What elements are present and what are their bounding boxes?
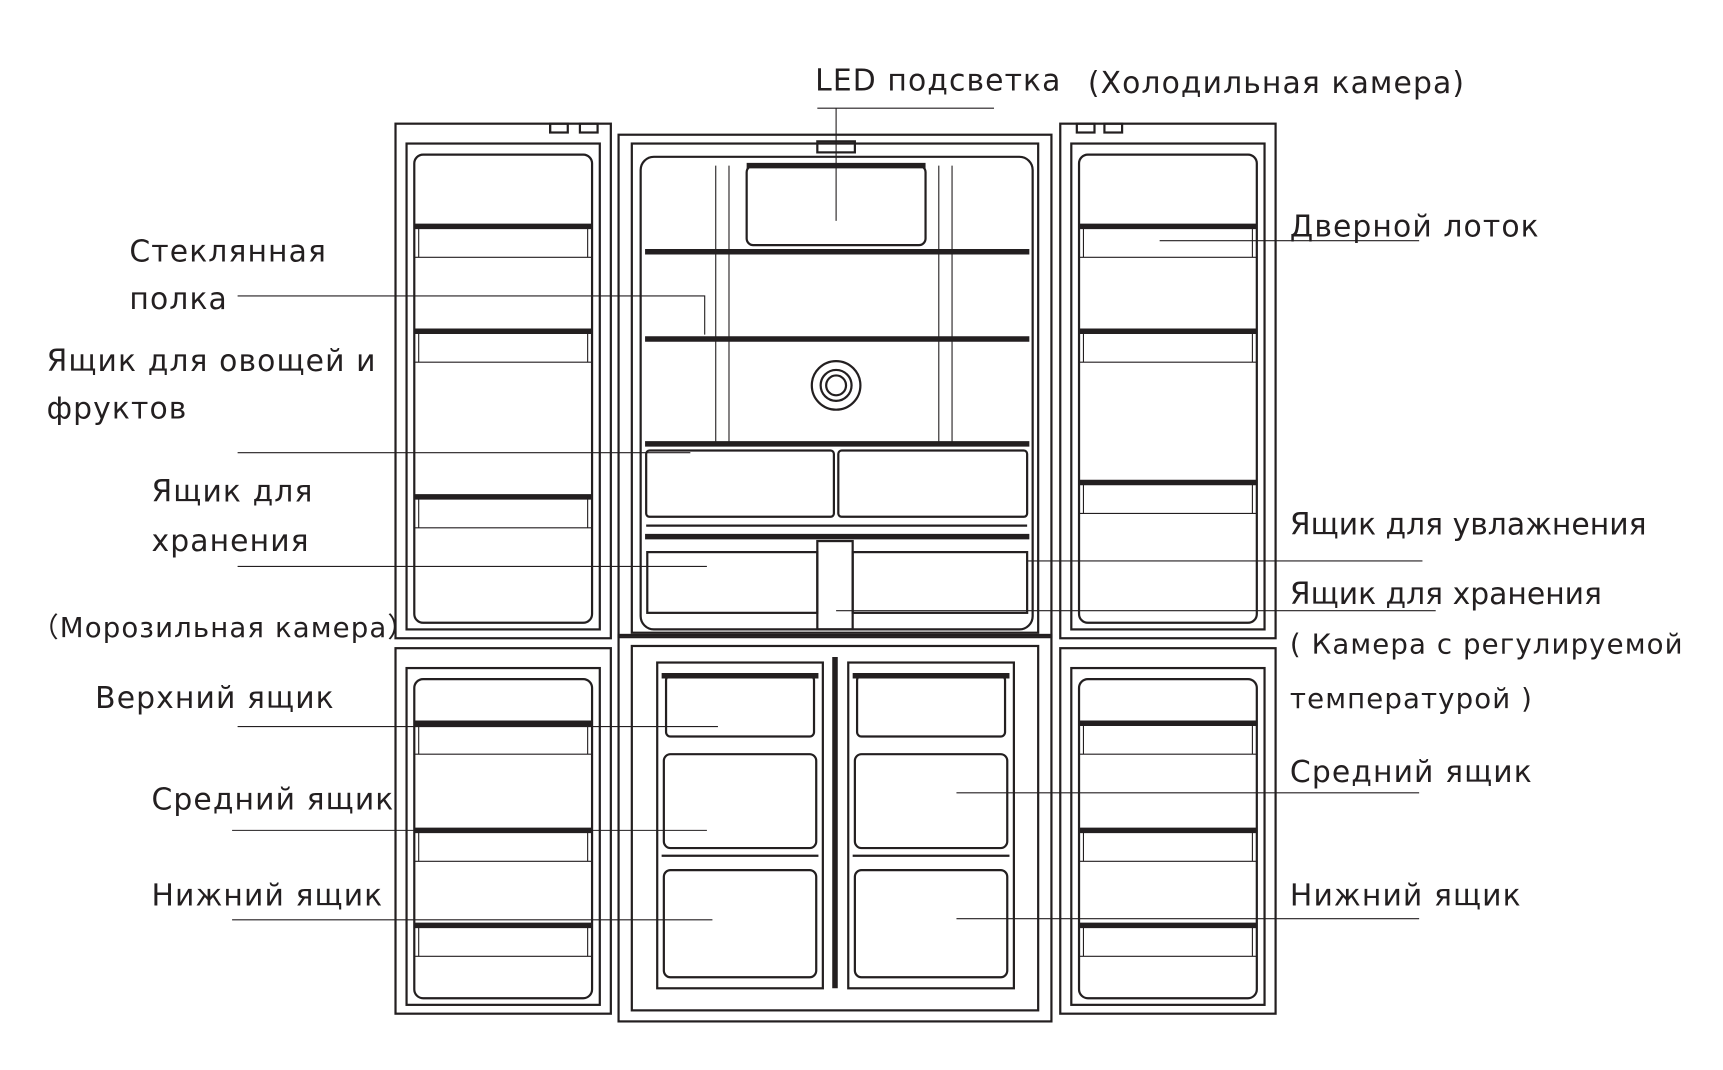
- fridge-cavity: [639, 155, 1034, 631]
- fridge-frame: [630, 142, 1040, 634]
- convertible-column: [656, 661, 824, 990]
- fan-outlet-icon: [810, 359, 862, 411]
- left-lower-door-inner: [405, 666, 601, 1006]
- leader-lines: [232, 107, 1436, 921]
- vegetable-drawer-right: [837, 449, 1029, 518]
- left-lower-door-liner: [413, 677, 594, 1000]
- fan-outlet-core: [825, 374, 848, 397]
- fridge-compartment: [617, 133, 1053, 639]
- right-upper-door-liner: [1077, 153, 1258, 624]
- label-glass-shelf: Стеклянная: [129, 235, 327, 270]
- hinge-icon: [1103, 122, 1124, 134]
- label-storage-left-2: хранения: [151, 524, 309, 559]
- label-fridge-chamber: (Холодильная камера): [1088, 66, 1465, 101]
- right-upper-door: [1059, 122, 1277, 640]
- label-freezer-chamber: （Морозильная камера）: [31, 611, 416, 644]
- storage-box-left: [646, 551, 819, 614]
- right-lower-door-inner: [1070, 666, 1266, 1006]
- right-lower-door: [1059, 647, 1277, 1015]
- label-glass-shelf-2: полка: [129, 282, 228, 317]
- storage-box-right: [851, 551, 1029, 614]
- left-upper-door-liner: [413, 153, 594, 624]
- leader-glass-shelf: [237, 295, 706, 335]
- label-led: LED подсветка: [815, 64, 1061, 99]
- label-veg-box: Ящик для овощей и: [47, 344, 377, 379]
- right-lower-door-liner: [1077, 677, 1258, 1000]
- label-humidity-box: Ящик для увлажнения: [1290, 507, 1647, 542]
- bottom-drawer: [853, 869, 1009, 979]
- left-upper-door: [394, 122, 612, 640]
- convertible-compartment: [617, 633, 1053, 1023]
- label-bottom-drawer-left: Нижний ящик: [151, 878, 383, 913]
- hinge-icon: [1075, 122, 1096, 134]
- hinge-icon: [549, 122, 569, 134]
- labels: LED подсветка (Холодильная камера) Стекл…: [31, 64, 1684, 914]
- refrigerator-drawing: [394, 122, 1277, 1023]
- bottom-drawer: [662, 869, 818, 979]
- upper-drawer: [855, 674, 1007, 738]
- left-upper-door-inner: [405, 142, 601, 631]
- label-adjustable-chamber: ( Камера с регулируемой: [1290, 628, 1684, 661]
- upper-drawer: [664, 674, 816, 738]
- middle-drawer: [662, 753, 818, 850]
- right-upper-door-inner: [1070, 142, 1266, 631]
- label-veg-box-2: фруктов: [47, 392, 188, 427]
- hinge-icon: [578, 122, 599, 134]
- label-storage-right: Ящик для хранения: [1290, 577, 1602, 612]
- label-adjustable-chamber-2: температурой ): [1290, 682, 1533, 715]
- label-upper-drawer: Верхний ящик: [95, 681, 335, 716]
- label-door-tray: Дверной лоток: [1290, 209, 1540, 244]
- convertible-column: [847, 661, 1015, 990]
- vegetable-drawer-left: [645, 449, 835, 518]
- fan-outlet-inner: [819, 368, 853, 402]
- label-storage-left: Ящик для: [151, 474, 313, 509]
- humidity-box: [816, 539, 854, 631]
- label-middle-drawer-left: Средний ящик: [151, 782, 394, 817]
- label-bottom-drawer-right: Нижний ящик: [1290, 878, 1522, 913]
- convertible-frame: [630, 644, 1040, 1012]
- label-middle-drawer-right: Средний ящик: [1290, 755, 1533, 790]
- middle-drawer: [853, 753, 1009, 850]
